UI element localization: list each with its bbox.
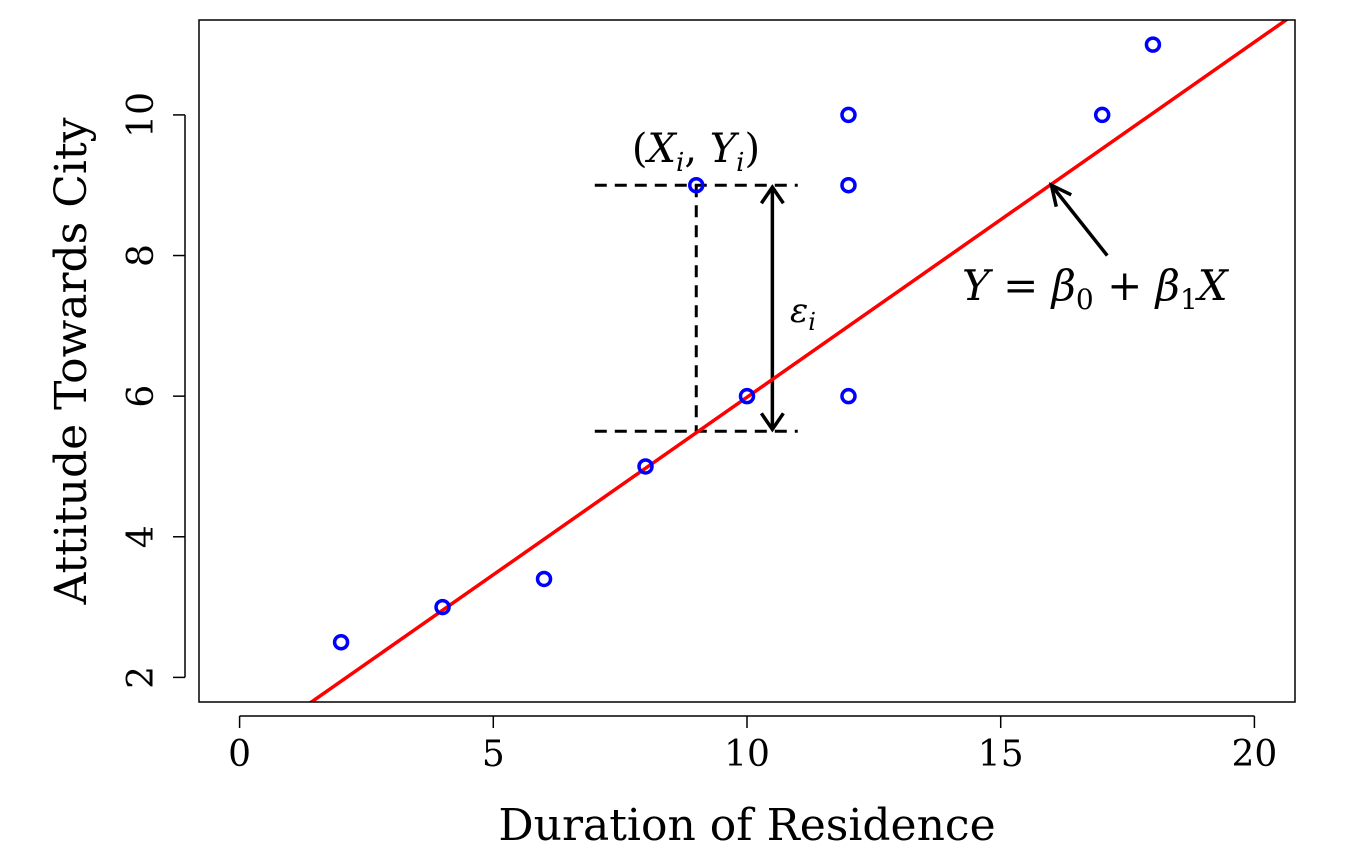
residual-highlight — [594, 183, 798, 433]
data-points — [332, 36, 1162, 651]
x-axis-title: Duration of Residence — [498, 800, 995, 851]
residual-label: εi — [790, 291, 816, 336]
x-tick-label: 10 — [724, 734, 770, 775]
y-axis: 2 4 6 8 10 — [121, 92, 186, 689]
data-point — [332, 633, 350, 651]
data-point — [738, 387, 756, 405]
data-point — [535, 570, 553, 588]
data-point — [688, 176, 705, 194]
data-point — [840, 106, 857, 124]
y-axis-title: Attitude Towards City — [46, 117, 97, 605]
x-tick-label: 20 — [1232, 734, 1278, 775]
y-tick-label: 4 — [121, 525, 162, 548]
fit-line-group — [308, 20, 1290, 702]
data-point — [1093, 106, 1111, 124]
x-tick-label: 5 — [482, 734, 505, 775]
data-point — [840, 387, 857, 405]
line-arrow-shaft — [1050, 184, 1109, 257]
line-equation-label: Y = β0 + β1X — [962, 261, 1230, 316]
data-point — [840, 176, 857, 194]
data-point — [637, 458, 654, 475]
residual-arrow-head-bottom — [759, 412, 785, 433]
x-tick-label: 0 — [228, 734, 251, 775]
fit-line — [308, 20, 1290, 702]
residual-arrow-head-top — [759, 184, 785, 205]
y-tick-label: 6 — [121, 385, 162, 408]
x-tick-label: 15 — [978, 734, 1024, 775]
x-axis: 0 5 10 15 20 — [228, 715, 1278, 775]
plot-frame — [198, 19, 1296, 703]
data-point — [1144, 36, 1162, 53]
y-tick-label: 2 — [121, 666, 162, 689]
data-point — [434, 598, 451, 616]
y-tick-label: 8 — [121, 244, 162, 267]
point-label: (Xi, Yi) — [632, 126, 760, 178]
line-label-arrow — [1048, 182, 1109, 257]
line-arrow-head — [1048, 182, 1073, 208]
y-tick-label: 10 — [121, 92, 162, 138]
